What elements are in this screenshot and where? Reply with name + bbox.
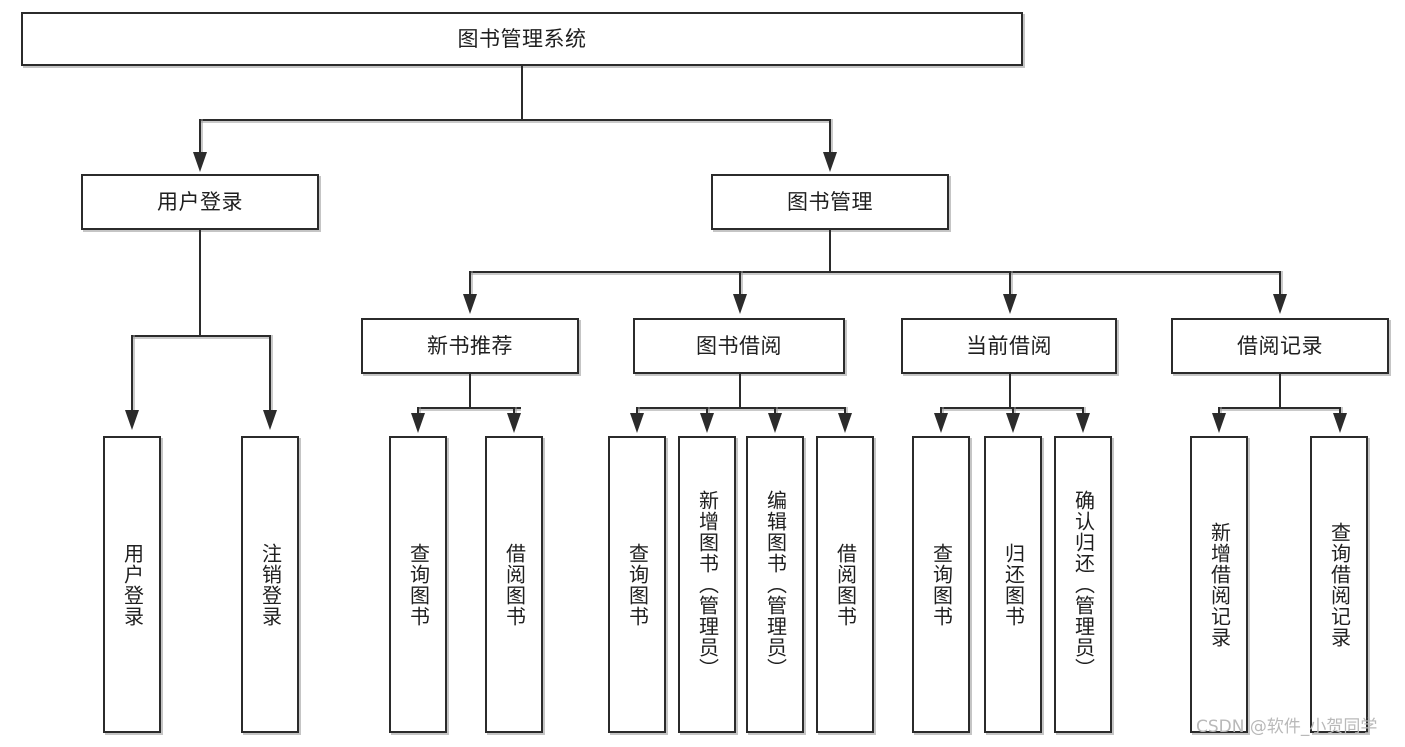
connector-borrow-record-to-leaf-2 (1339, 407, 1341, 415)
connector-book-borrow-to-leaf-3 (774, 407, 776, 415)
arrow-book-borrow-to-leaf-4 (838, 413, 852, 433)
node-book-manage-label: 图书管理 (787, 189, 873, 214)
connector-borrow-record-stem (1279, 374, 1281, 408)
node-leaf-query-record-label: 查询借阅记录 (1327, 521, 1352, 648)
connector-book-manage-junction (469, 271, 1280, 273)
connector-book-borrow-to-leaf-1 (636, 407, 638, 415)
connector-book-manage-to-new-book (469, 271, 471, 296)
node-leaf-logout[interactable]: 注销登录 (241, 436, 299, 733)
arrow-user-login-to-leaf-1 (125, 410, 139, 430)
connector-new-book-to-leaf-2 (513, 407, 515, 415)
arrow-user-login-to-leaf-2 (263, 410, 277, 430)
node-leaf-confirm-return[interactable]: 确认归还（管理员） (1054, 436, 1112, 733)
arrow-root-to-book-manage (823, 152, 837, 172)
node-leaf-query-book-2-label: 查询图书 (625, 542, 650, 627)
connector-book-borrow-stem (739, 374, 741, 408)
arrow-current-borrow-to-leaf-2 (1006, 413, 1020, 433)
connector-current-borrow-junction (940, 407, 1083, 409)
node-book-borrow[interactable]: 图书借阅 (633, 318, 845, 374)
arrow-book-manage-to-book-borrow (733, 294, 747, 314)
node-leaf-query-book-2[interactable]: 查询图书 (608, 436, 666, 733)
node-leaf-borrow-book-2[interactable]: 借阅图书 (816, 436, 874, 733)
node-leaf-query-book-3-label: 查询图书 (929, 542, 954, 627)
node-user-login[interactable]: 用户登录 (81, 174, 319, 230)
node-leaf-borrow-book-2-label: 借阅图书 (833, 542, 858, 627)
connector-user-login-to-leaf-1 (131, 335, 133, 411)
node-leaf-add-record[interactable]: 新增借阅记录 (1190, 436, 1248, 733)
node-user-login-label: 用户登录 (157, 189, 243, 214)
node-leaf-user-login[interactable]: 用户登录 (103, 436, 161, 733)
node-leaf-query-book-1-label: 查询图书 (406, 542, 431, 627)
connector-borrow-record-to-leaf-1 (1218, 407, 1220, 415)
node-current-borrow-label: 当前借阅 (966, 333, 1052, 358)
connector-root-to-book-manage (829, 119, 831, 155)
node-leaf-user-login-label: 用户登录 (120, 542, 145, 627)
arrow-current-borrow-to-leaf-3 (1076, 413, 1090, 433)
connector-new-book-stem (469, 374, 471, 408)
arrow-book-manage-to-current-borrow (1003, 294, 1017, 314)
arrow-book-borrow-to-leaf-2 (700, 413, 714, 433)
arrow-book-borrow-to-leaf-3 (768, 413, 782, 433)
node-leaf-logout-label: 注销登录 (258, 542, 283, 627)
connector-book-manage-to-current-borrow (1009, 271, 1011, 296)
arrow-root-to-user-login (193, 152, 207, 172)
connector-user-login-stem (199, 230, 201, 336)
connector-borrow-record-junction (1218, 407, 1341, 409)
connector-current-borrow-to-leaf-1 (940, 407, 942, 415)
node-borrow-record[interactable]: 借阅记录 (1171, 318, 1389, 374)
connector-current-borrow-stem (1009, 374, 1011, 408)
arrow-book-borrow-to-leaf-1 (630, 413, 644, 433)
node-leaf-edit-book-label: 编辑图书（管理员） (763, 490, 788, 679)
node-leaf-edit-book[interactable]: 编辑图书（管理员） (746, 436, 804, 733)
node-current-borrow[interactable]: 当前借阅 (901, 318, 1117, 374)
node-leaf-query-book-1[interactable]: 查询图书 (389, 436, 447, 733)
node-leaf-add-record-label: 新增借阅记录 (1207, 521, 1232, 648)
connector-book-borrow-junction (636, 407, 845, 409)
node-book-borrow-label: 图书借阅 (696, 333, 782, 358)
node-new-book-recommend-label: 新书推荐 (427, 333, 513, 358)
arrow-current-borrow-to-leaf-1 (934, 413, 948, 433)
node-root-label: 图书管理系统 (457, 26, 587, 51)
arrow-book-manage-to-new-book (463, 294, 477, 314)
node-leaf-return-book[interactable]: 归还图书 (984, 436, 1042, 733)
connector-new-book-junction (417, 407, 521, 409)
node-leaf-query-record[interactable]: 查询借阅记录 (1310, 436, 1368, 733)
connector-book-manage-stem (829, 230, 831, 272)
node-leaf-confirm-return-label: 确认归还（管理员） (1071, 490, 1096, 679)
node-root[interactable]: 图书管理系统 (21, 12, 1023, 66)
connector-current-borrow-to-leaf-2 (1012, 407, 1014, 415)
connector-root-stem (521, 66, 523, 119)
csdn-watermark: CSDN @软件_小贺同学 (1196, 717, 1378, 737)
connector-book-manage-to-borrow-record (1279, 271, 1281, 296)
node-new-book-recommend[interactable]: 新书推荐 (361, 318, 579, 374)
connector-user-login-to-leaf-2 (269, 335, 271, 411)
arrow-borrow-record-to-leaf-2 (1333, 413, 1347, 433)
connector-current-borrow-to-leaf-3 (1082, 407, 1084, 415)
node-leaf-add-book-label: 新增图书（管理员） (695, 490, 720, 679)
connector-user-login-junction (131, 335, 271, 337)
connector-book-manage-to-book-borrow (739, 271, 741, 296)
node-leaf-add-book[interactable]: 新增图书（管理员） (678, 436, 736, 733)
node-leaf-query-book-3[interactable]: 查询图书 (912, 436, 970, 733)
node-book-manage[interactable]: 图书管理 (711, 174, 949, 230)
arrow-new-book-to-leaf-2 (507, 413, 521, 433)
connector-new-book-to-leaf-1 (417, 407, 419, 415)
node-borrow-record-label: 借阅记录 (1237, 333, 1323, 358)
connector-book-borrow-to-leaf-4 (844, 407, 846, 415)
node-leaf-borrow-book-1-label: 借阅图书 (502, 542, 527, 627)
arrow-book-manage-to-borrow-record (1273, 294, 1287, 314)
node-leaf-borrow-book-1[interactable]: 借阅图书 (485, 436, 543, 733)
connector-root-to-user-login (199, 119, 201, 155)
node-leaf-return-book-label: 归还图书 (1001, 542, 1026, 627)
arrow-borrow-record-to-leaf-1 (1212, 413, 1226, 433)
connector-root-junction (199, 119, 831, 121)
arrow-new-book-to-leaf-1 (411, 413, 425, 433)
connector-book-borrow-to-leaf-2 (706, 407, 708, 415)
